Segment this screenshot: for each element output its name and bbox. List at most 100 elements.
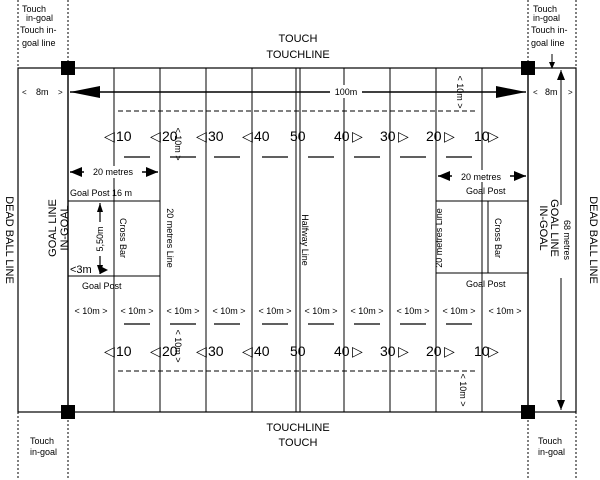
eight-m-left-close: >	[58, 88, 63, 97]
eight-m-right-open: <	[533, 88, 538, 97]
dead-ball-line-left: DEAD BALL LINE	[3, 196, 15, 284]
svg-text:20: 20	[426, 128, 442, 144]
in-goal-small-bottom-right: in-goal	[538, 447, 565, 457]
ten-m-vertical-upper-left: < 10m >	[173, 127, 183, 160]
goal-post-label-left: Goal Post	[82, 281, 122, 291]
touch-in-label: Touch in-	[20, 25, 57, 35]
three-m-arrowhead	[100, 266, 108, 274]
svg-text:10: 10	[116, 343, 132, 359]
three-m-label: <3m	[70, 264, 92, 276]
in-goal-label-right-big: IN-GOAL	[537, 205, 549, 250]
svg-text:◁: ◁	[196, 343, 207, 359]
svg-text:30: 30	[380, 128, 396, 144]
svg-text:▷: ▷	[352, 128, 363, 144]
svg-text:▷: ▷	[398, 128, 409, 144]
yard-marks-lower: ◁ 10 ◁ 20 ◁ 30 ◁ 40 50 40 ▷ 30 ▷ 20 ▷ 10…	[104, 343, 499, 359]
svg-text:◁: ◁	[242, 128, 253, 144]
svg-text:◁: ◁	[104, 128, 115, 144]
svg-text:▷: ▷	[398, 343, 409, 359]
eight-m-right-close: >	[568, 88, 573, 97]
svg-text:< 10m >: < 10m >	[442, 306, 475, 316]
goal-post-label-right-bottom: Goal Post	[466, 279, 506, 289]
in-goal-small-bottom-left: in-goal	[30, 447, 57, 457]
down-arrow-head	[549, 62, 555, 69]
touch-title-bottom: TOUCH	[279, 437, 318, 449]
svg-text:20: 20	[426, 343, 442, 359]
svg-text:< 10m >: < 10m >	[120, 306, 153, 316]
svg-text:50: 50	[290, 343, 306, 359]
touch-small-bottom-left: Touch	[30, 436, 54, 446]
twenty-metres-label-left: 20 metres	[93, 167, 134, 177]
svg-text:20: 20	[162, 343, 178, 359]
goal-line-label-left: GOAL LINE	[47, 199, 59, 257]
eight-m-right: 8m	[545, 87, 558, 97]
touch-in-goal-label: Touch	[22, 4, 46, 14]
twenty-m-arrowhead-right-a	[438, 171, 450, 181]
ten-m-vertical-bottom-right: < 10m >	[458, 373, 468, 406]
svg-text:20: 20	[162, 128, 178, 144]
svg-text:30: 30	[208, 128, 224, 144]
touch-in-label-right: Touch in-	[531, 25, 568, 35]
touch-in-goal-label-right: Touch	[533, 4, 557, 14]
svg-text:40: 40	[254, 128, 270, 144]
ten-m-row: < 10m > < 10m > < 10m > < 10m > < 10m > …	[74, 306, 521, 316]
hundred-m-label: 100m	[335, 87, 358, 97]
svg-text:< 10m >: < 10m >	[212, 306, 245, 316]
ten-metre-lines	[113, 68, 483, 412]
goal-line-small-label-right: goal line	[531, 38, 565, 48]
five-fifty-label: 5,50m	[95, 226, 105, 251]
five-fifty-arrowhead-up	[97, 203, 103, 212]
svg-text:30: 30	[208, 343, 224, 359]
svg-text:30: 30	[380, 343, 396, 359]
svg-text:40: 40	[334, 128, 350, 144]
sixty-eight-arrowhead-down	[557, 400, 565, 410]
svg-text:< 10m >: < 10m >	[166, 306, 199, 316]
corner-flags	[61, 61, 535, 419]
yard-marks-upper: ◁ 10 ◁ 20 ◁ 30 ◁ 40 50 40 ▷ 30 ▷ 20 ▷ 10…	[104, 128, 499, 144]
svg-text:◁: ◁	[104, 343, 115, 359]
corner-dotted-lines	[17, 0, 577, 480]
goal-line-label-right: GOAL LINE	[548, 199, 560, 257]
halfway-line-label: Halfway Line	[300, 214, 310, 266]
svg-text:< 10m >: < 10m >	[74, 306, 107, 316]
goal-line-small-label: goal line	[22, 38, 56, 48]
svg-text:40: 40	[254, 343, 270, 359]
svg-text:40: 40	[334, 343, 350, 359]
twenty-m-arrowhead-left-b	[146, 167, 158, 177]
svg-text:◁: ◁	[196, 128, 207, 144]
twenty-metres-label-right: 20 metres	[461, 172, 502, 182]
svg-text:10: 10	[474, 343, 490, 359]
svg-text:▷: ▷	[352, 343, 363, 359]
touch-title-top: TOUCH	[279, 33, 318, 45]
svg-text:▷: ▷	[444, 128, 455, 144]
svg-text:▷: ▷	[488, 128, 499, 144]
field-outline	[17, 67, 577, 413]
touchline-title-bottom: TOUCHLINE	[266, 422, 329, 434]
svg-text:▷: ▷	[488, 343, 499, 359]
eight-m-left: 8m	[36, 87, 49, 97]
in-goal-label-left: IN-GOAL	[59, 205, 71, 250]
cross-bar-label-left: Cross Bar	[118, 218, 128, 258]
in-goal-label: in-goal	[26, 13, 53, 23]
twenty-m-arrowhead-right-b	[514, 171, 526, 181]
eight-m-left-open: <	[22, 88, 27, 97]
ten-m-vertical-top-right: < 10m >	[455, 75, 465, 108]
svg-text:▷: ▷	[444, 343, 455, 359]
goal-post-16m-label: Goal Post 16 m	[70, 188, 132, 198]
svg-text:10: 10	[116, 128, 132, 144]
touchline-title-top: TOUCHLINE	[266, 49, 329, 61]
touch-small-bottom-right: Touch	[538, 436, 562, 446]
svg-text:50: 50	[290, 128, 306, 144]
goal-post-label-right-top: Goal Post	[466, 186, 506, 196]
ten-m-vertical-lower-left: < 10m >	[173, 329, 183, 362]
svg-text:< 10m >: < 10m >	[258, 306, 291, 316]
dead-ball-line-right: DEAD BALL LINE	[587, 196, 599, 284]
hundred-m-arrowhead-right	[496, 86, 526, 98]
hundred-m-arrowhead-left	[70, 86, 100, 98]
svg-text:◁: ◁	[150, 343, 161, 359]
svg-text:◁: ◁	[242, 343, 253, 359]
cross-bar-label-right: Cross Bar	[493, 218, 503, 258]
twenty-m-arrowhead-left-a	[70, 167, 82, 177]
svg-text:< 10m >: < 10m >	[396, 306, 429, 316]
